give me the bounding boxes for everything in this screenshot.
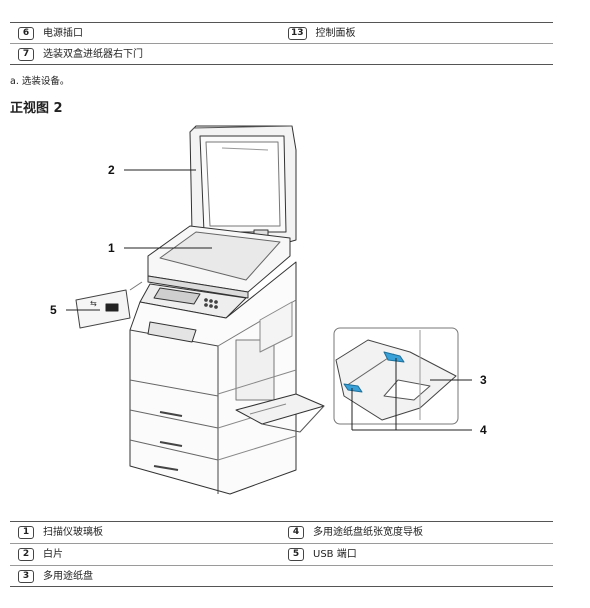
legend-row-3-left: 3 多用途纸盘 — [18, 570, 93, 583]
callout-3: 3 — [480, 373, 487, 387]
callout-4: 4 — [480, 423, 487, 437]
printer-illustration: ⇆ 2 1 5 3 4 — [50, 125, 487, 495]
mp-tray-small — [235, 393, 325, 433]
item-label: 控制面板 — [315, 27, 356, 39]
item-number-badge: 4 — [288, 526, 304, 539]
item-number-badge: 13 — [288, 27, 307, 40]
section-title: 正视图 2 — [10, 101, 63, 116]
legend-row-2-left: 2 白片 — [18, 548, 63, 561]
item-number-badge: 5 — [288, 548, 304, 561]
usb-port-inset: ⇆ — [75, 281, 143, 329]
item-label: 电源插口 — [43, 27, 83, 39]
legend-row-divider — [10, 543, 553, 544]
item-number-badge: 1 — [18, 526, 34, 539]
item-number-badge: 7 — [18, 48, 34, 61]
callout-1: 1 — [108, 241, 115, 255]
scanner-glass-unit — [147, 225, 291, 299]
callout-5: 5 — [50, 303, 57, 317]
item-number-badge: 6 — [18, 27, 34, 40]
item-label: 白片 — [43, 548, 63, 560]
item-label: 多用途纸盘纸张宽度导板 — [313, 526, 423, 538]
item-label: 选装双盒进纸器右下门 — [43, 48, 143, 60]
svg-text:⇆: ⇆ — [90, 299, 97, 308]
table-row-6-left: 6 电源插口 — [18, 27, 83, 40]
item-label: USB 端口 — [313, 548, 357, 560]
legend-top-rule — [10, 521, 553, 522]
item-label: 多用途纸盘 — [43, 570, 93, 582]
item-number-badge: 2 — [18, 548, 34, 561]
table-top-rule — [10, 22, 553, 23]
printer-body — [129, 261, 297, 495]
callout-leaders — [66, 169, 472, 431]
callout-2: 2 — [108, 163, 115, 177]
scanner-lid — [189, 125, 297, 245]
legend-row-5-right: 5 USB 端口 — [288, 548, 357, 561]
legend-row-1-left: 1 扫描仪玻璃板 — [18, 526, 103, 539]
table-row-divider — [10, 43, 553, 44]
legend-row-4-right: 4 多用途纸盘纸张宽度导板 — [288, 526, 423, 539]
footnote: a. 选装设备。 — [10, 76, 70, 87]
table-row-7-left: 7 选装双盒进纸器右下门 — [18, 48, 143, 61]
table-row-13-right: 13 控制面板 — [288, 27, 356, 40]
table-bottom-rule — [10, 64, 553, 65]
legend-row-divider — [10, 565, 553, 566]
item-number-badge: 3 — [18, 570, 34, 583]
item-label: 扫描仪玻璃板 — [43, 526, 103, 538]
legend-bottom-rule — [10, 586, 553, 587]
